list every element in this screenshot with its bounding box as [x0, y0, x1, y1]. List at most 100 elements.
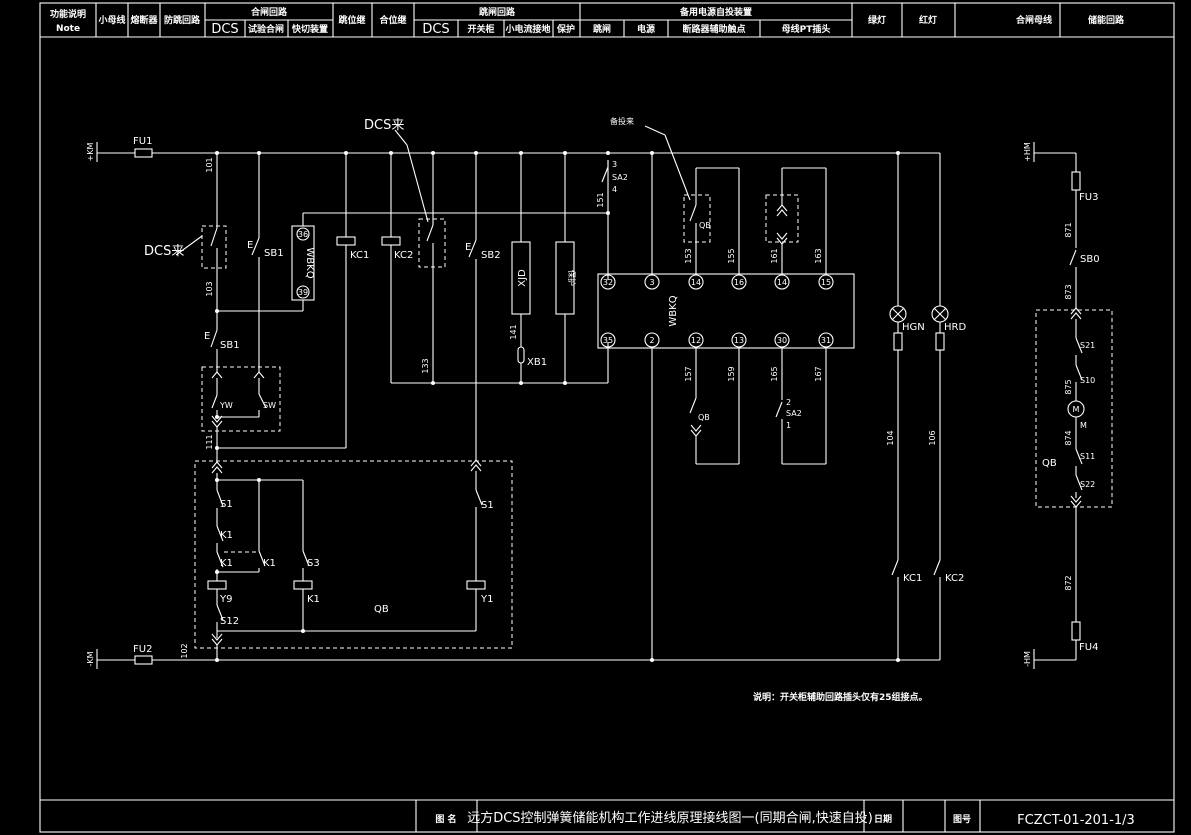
label-pin-16a: 16 [734, 278, 744, 287]
label-fu1: FU1 [133, 136, 152, 147]
wire-871: 871 [1064, 222, 1073, 237]
header-table [95, 3, 1061, 37]
header-note-en: Note [56, 24, 80, 34]
wbkq-backup-device [597, 273, 855, 349]
header-backup-group: 备用电源自投装置 [679, 6, 752, 18]
label-pin-14a: 14 [691, 278, 701, 287]
label-kc2-contact: KC2 [945, 573, 964, 584]
title-drawing-no-label: 图号 [953, 814, 971, 825]
header-note-cn: 功能说明 [50, 8, 86, 20]
label-pin-3: 3 [649, 278, 654, 287]
header-trip-group: 跳闸回路 [479, 6, 516, 18]
label-sw: SW [263, 401, 276, 410]
title-name-label: 图 名 [435, 813, 456, 825]
label-hrd: HRD [944, 322, 966, 333]
label-k1-a: K1 [220, 530, 233, 541]
label-sb2: SB2 [481, 250, 501, 261]
wire-873: 873 [1064, 284, 1073, 299]
label-pin-32: 32 [603, 278, 613, 287]
label-s22: S22 [1080, 480, 1095, 489]
fuse-fu4 [1071, 621, 1081, 641]
label-s12: S12 [220, 616, 239, 627]
label-qb-top: QB [699, 221, 711, 230]
header-close-bus: 合闸母线 [1016, 14, 1052, 26]
fuse-fu1 [134, 148, 153, 158]
label-k1-c: K1 [263, 558, 276, 569]
label-pin-39: 39 [298, 288, 308, 297]
label-dcs-come-top: DCS来 [364, 118, 404, 133]
label-sa2-top: SA2 [612, 173, 628, 182]
header-power: 电源 [637, 23, 655, 35]
label-xjd: XJD [517, 269, 528, 287]
wire-106: 106 [928, 430, 937, 445]
wire-103: 103 [205, 281, 214, 296]
header-fuse: 熔断器 [130, 14, 158, 26]
label-yw: YW [219, 401, 233, 410]
label-hm-plus: +HM [1023, 142, 1032, 162]
header-energy-circuit: 储能回路 [1088, 14, 1125, 26]
label-e2: E [204, 331, 210, 342]
label-protect: 保护 [567, 270, 577, 286]
wire-875: 875 [1064, 379, 1073, 394]
header-bus-pt-plug: 母线PT插头 [782, 23, 831, 35]
coil-y9 [207, 580, 227, 590]
wire-153: 153 [684, 248, 693, 263]
wire-161: 161 [770, 248, 779, 263]
label-hgn: HGN [902, 322, 925, 333]
label-pin-30: 30 [777, 336, 787, 345]
label-hm-minus: -HM [1023, 651, 1032, 667]
label-sb0: SB0 [1080, 254, 1100, 265]
header-red-light: 红灯 [919, 14, 937, 26]
label-s1-b: S1 [481, 500, 494, 511]
header-trip-circuit: 跳闸 [593, 23, 611, 35]
label-k1-coil: K1 [307, 594, 320, 605]
label-kc1: KC1 [350, 250, 369, 261]
header-trip-bit: 跳位继 [338, 14, 365, 26]
coil-k1 [293, 580, 313, 590]
header-aux-contact: 断路器辅助触点 [682, 23, 745, 35]
wire-167: 167 [814, 366, 823, 381]
header-dcs-trip: DCS [422, 22, 449, 37]
header-fast-switch: 快切装置 [292, 23, 328, 35]
label-fu4: FU4 [1079, 642, 1098, 653]
label-standby-come: 备投来 [610, 116, 634, 126]
wire-151: 151 [596, 192, 605, 207]
label-wbkq-small: WBKQ [304, 247, 315, 278]
main-circuit [96, 125, 949, 669]
label-qb-mechanism: QB [374, 604, 389, 615]
fuse-fu3 [1071, 171, 1081, 191]
label-kc1-contact: KC1 [903, 573, 922, 584]
label-sa2-n2: 2 [786, 398, 791, 407]
drawing-note: 说明：开关柜辅助回路插头仅有25组接点。 [753, 691, 928, 703]
header-antijump: 防跳回路 [164, 14, 201, 26]
wire-104: 104 [886, 430, 895, 445]
label-sa2-bottom: SA2 [786, 409, 802, 418]
drawing-frame [39, 2, 1175, 833]
fuse-fu2 [134, 655, 153, 665]
label-sa2-n1: 1 [786, 421, 791, 430]
relay-kc2-coil [381, 236, 401, 246]
wire-133: 133 [421, 358, 430, 373]
drawing-title: 远方DCS控制弹簧储能机构工作进线原理接线图一(同期合闸,快速自投) [467, 810, 873, 826]
label-pin-35: 35 [603, 336, 613, 345]
label-s11: S11 [1080, 452, 1095, 461]
header-dcs-close: DCS [211, 22, 238, 37]
label-m: M [1080, 421, 1087, 430]
label-pin-12: 12 [691, 336, 701, 345]
label-sa2-n3: 3 [612, 160, 617, 169]
label-e1: E [247, 240, 253, 251]
wire-159: 159 [727, 366, 736, 381]
wire-163: 163 [814, 248, 823, 263]
header-close-bit: 合位继 [379, 14, 406, 26]
wire-111: 111 [205, 434, 214, 449]
wire-165: 165 [770, 366, 779, 381]
label-pin-13: 13 [734, 336, 744, 345]
header-switch-cabinet: 开关柜 [467, 23, 494, 35]
header-green-light: 绿灯 [868, 14, 886, 26]
label-s10: S10 [1080, 376, 1095, 385]
label-pin-36: 36 [298, 230, 308, 239]
label-k1-b: K1 [220, 558, 233, 569]
header-protect: 保护 [556, 23, 575, 35]
label-sb1-low: SB1 [220, 340, 240, 351]
wire-872: 872 [1064, 575, 1073, 590]
